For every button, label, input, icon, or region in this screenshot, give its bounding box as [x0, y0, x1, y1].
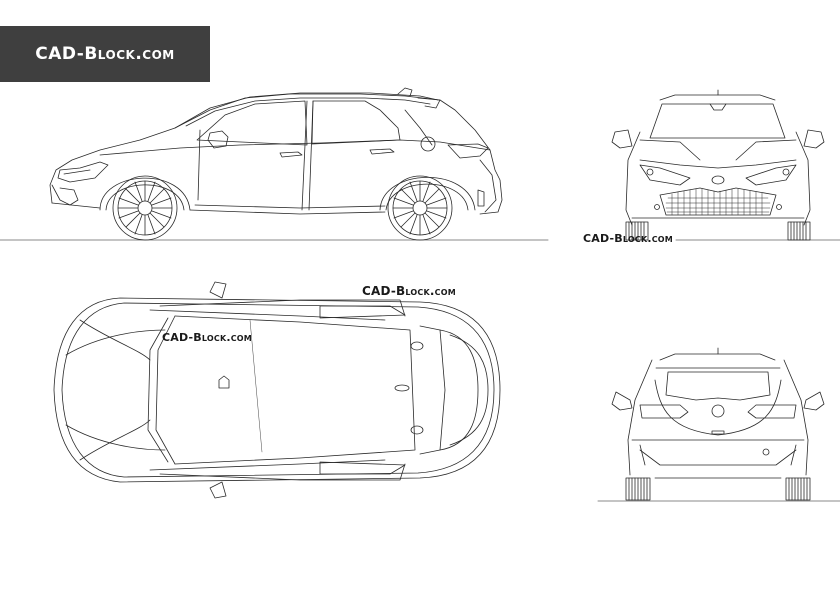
- watermark-top-view-right: CAD-Block.com: [362, 284, 456, 298]
- front-logo: [711, 175, 725, 185]
- cad-block-logo: CAD-Block.com: [0, 26, 210, 82]
- watermark-top-view-left: CAD-Block.com: [162, 331, 252, 344]
- front-view: [611, 89, 840, 241]
- rear-tires: [625, 477, 811, 501]
- watermark-front-view: CAD-Block.com: [583, 232, 673, 245]
- top-view: [53, 281, 501, 499]
- rear-view: [597, 347, 840, 502]
- top-mirror-right: [209, 481, 227, 499]
- rear-logo: [711, 404, 725, 418]
- side-front-wheel: [112, 175, 178, 241]
- side-view: [0, 87, 549, 241]
- front-tires: [625, 221, 811, 241]
- side-rear-wheel: [387, 175, 453, 241]
- top-mirror-left: [209, 281, 227, 299]
